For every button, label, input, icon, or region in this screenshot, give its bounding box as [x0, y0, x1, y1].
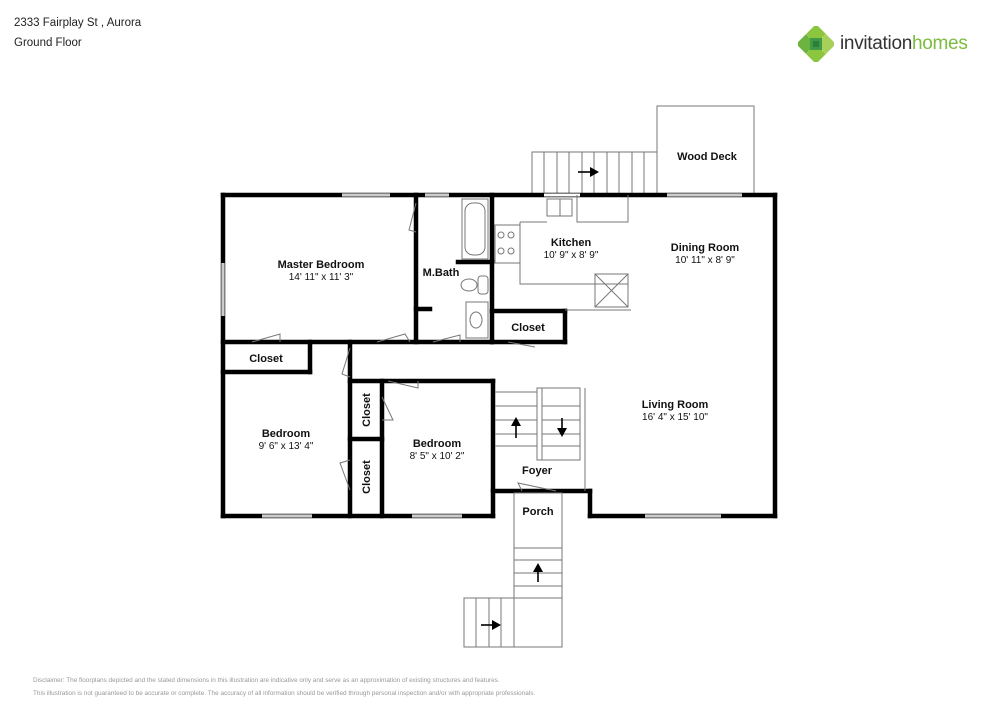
room-label-bedroom-2: Bedroom: [413, 438, 462, 450]
room-label-wood-deck: Wood Deck: [677, 151, 738, 163]
room-dims-bedroom-1: 9' 6" x 13' 4": [259, 441, 314, 452]
room-label-living-room: Living Room: [642, 399, 709, 411]
brand-logo: invitationhomes: [798, 26, 968, 62]
room-label-closet-master: Closet: [249, 353, 283, 365]
room-label-kitchen: Kitchen: [551, 237, 592, 249]
windows: [221, 193, 742, 518]
disclaimer-line-1: Disclaimer: The floorplans depicted and …: [33, 677, 500, 684]
toilet-icon: [460, 275, 489, 295]
rear-stairs: [531, 151, 658, 196]
floor-label: Ground Floor: [14, 37, 82, 49]
room-label-master-bedroom: Master Bedroom: [278, 259, 365, 271]
disclaimer: Disclaimer: The floorplans depicted and …: [33, 674, 535, 700]
refrigerator-icon: [565, 273, 631, 311]
room-dims-kitchen: 10' 9" x 8' 9": [544, 250, 599, 261]
room-label-bedroom-1: Bedroom: [262, 428, 311, 440]
room-label-closet-hall-2: Closet: [361, 460, 373, 494]
arrow-down-icon: [557, 418, 567, 437]
interior-stairs: [495, 387, 586, 491]
room-label-foyer: Foyer: [522, 465, 553, 477]
room-label-closet-kitchen: Closet: [511, 322, 545, 334]
brand-name: invitationhomes: [840, 33, 968, 54]
doors: [251, 202, 557, 492]
room-label-master-bath: M.Bath: [423, 267, 460, 279]
sink-icon: [465, 301, 489, 339]
arrow-up-icon: [511, 417, 521, 438]
room-dims-bedroom-2: 8' 5" x 10' 2": [410, 451, 465, 462]
porch-steps: [463, 492, 563, 648]
disclaimer-line-2: This illustration is not guaranteed to b…: [33, 690, 536, 697]
property-address: 2333 Fairplay St , Aurora: [14, 17, 142, 29]
stove-icon: [494, 224, 521, 264]
kitchen-counter: [519, 195, 629, 285]
room-label-dining-room: Dining Room: [671, 242, 740, 254]
clover-diamond-logo-icon: [798, 26, 834, 62]
arrow-right-icon: [578, 167, 599, 177]
room-label-porch: Porch: [522, 506, 553, 518]
bathtub-icon: [461, 198, 489, 260]
arrow-up-icon: [533, 563, 543, 582]
arrow-right-icon: [481, 620, 501, 630]
room-dims-living-room: 16' 4" x 15' 10": [642, 412, 708, 423]
room-dims-dining-room: 10' 11" x 8' 9": [675, 255, 735, 266]
header: 2333 Fairplay St , Aurora Ground Floor: [14, 13, 141, 53]
room-label-closet-hall-1: Closet: [361, 393, 373, 427]
kitchen-sink-icon: [546, 198, 573, 217]
room-dims-master-bedroom: 14' 11" x 11' 3": [289, 272, 354, 283]
